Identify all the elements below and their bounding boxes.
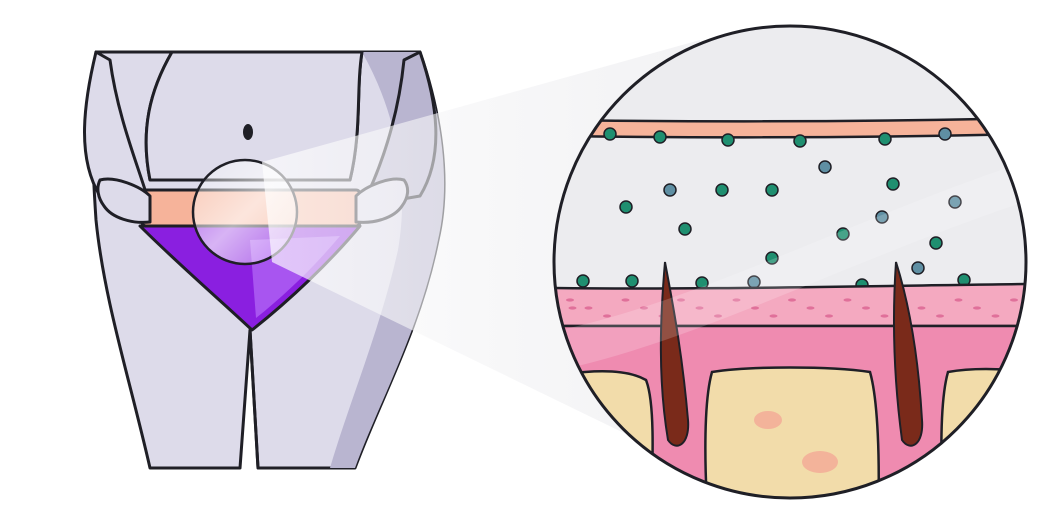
epidermis-dot <box>973 306 981 310</box>
epidermis-dot <box>566 298 574 302</box>
wax-particle-icon <box>878 132 892 146</box>
hair-follicle-icon <box>659 261 924 447</box>
wax-particle-icon <box>663 183 677 197</box>
epidermis-dot <box>568 306 577 310</box>
epidermis-dot <box>621 298 630 302</box>
left-hand <box>96 177 152 224</box>
wax-particle-icon <box>625 274 639 288</box>
wax-particle-icon <box>653 130 667 144</box>
wax-particle-icon <box>793 134 807 148</box>
wax-particle-icon <box>721 133 735 147</box>
wax-particle-icon <box>678 222 692 236</box>
epidermis-dot <box>936 314 944 318</box>
wax-particle-icon <box>603 127 617 141</box>
epidermis-dot <box>769 314 778 318</box>
epidermis-dot <box>1010 298 1018 302</box>
wax-particle-icon <box>715 183 729 197</box>
epidermis-dot <box>843 298 852 302</box>
navel-icon <box>243 124 253 140</box>
wax-particle-icon <box>765 251 779 265</box>
epidermis-dot <box>954 298 963 302</box>
epidermis-dot <box>825 314 833 318</box>
wax-particle-icon <box>619 200 633 214</box>
wax-strip-band <box>558 116 1026 139</box>
epidermis-dot <box>677 298 685 302</box>
wax-particle-icon <box>929 236 943 250</box>
tissue-spots <box>754 411 838 473</box>
wax-particle-icon <box>948 195 962 209</box>
epidermis-dot <box>714 314 722 318</box>
wax-particle-icon <box>938 127 952 141</box>
epidermis-dot <box>862 306 870 310</box>
epidermis-dot <box>732 298 741 302</box>
wax-particle-icon <box>836 227 850 241</box>
wax-particle-icon <box>576 274 590 288</box>
epidermis-dot <box>640 306 648 310</box>
wax-particle-icon <box>911 261 925 275</box>
epidermis-dot <box>751 306 759 310</box>
wax-particle-icon <box>818 160 832 174</box>
epidermis-dot <box>880 314 889 318</box>
epidermis-dot <box>991 314 1000 318</box>
wax-particle-icon <box>886 177 900 191</box>
epidermis-dot <box>603 314 611 318</box>
epidermis-dot <box>695 306 704 310</box>
wax-particles <box>576 127 971 292</box>
inner-leg-line <box>248 329 260 469</box>
wax-particle-icon <box>765 183 779 197</box>
zoom-circle-outline <box>552 24 1028 500</box>
epidermis-dot <box>806 306 815 310</box>
epidermis-dot <box>584 306 593 310</box>
wax-particle-icon <box>875 210 889 224</box>
epidermis-dot <box>917 306 926 310</box>
epidermis-dot <box>788 298 796 302</box>
skin-cross-section <box>552 24 1028 500</box>
